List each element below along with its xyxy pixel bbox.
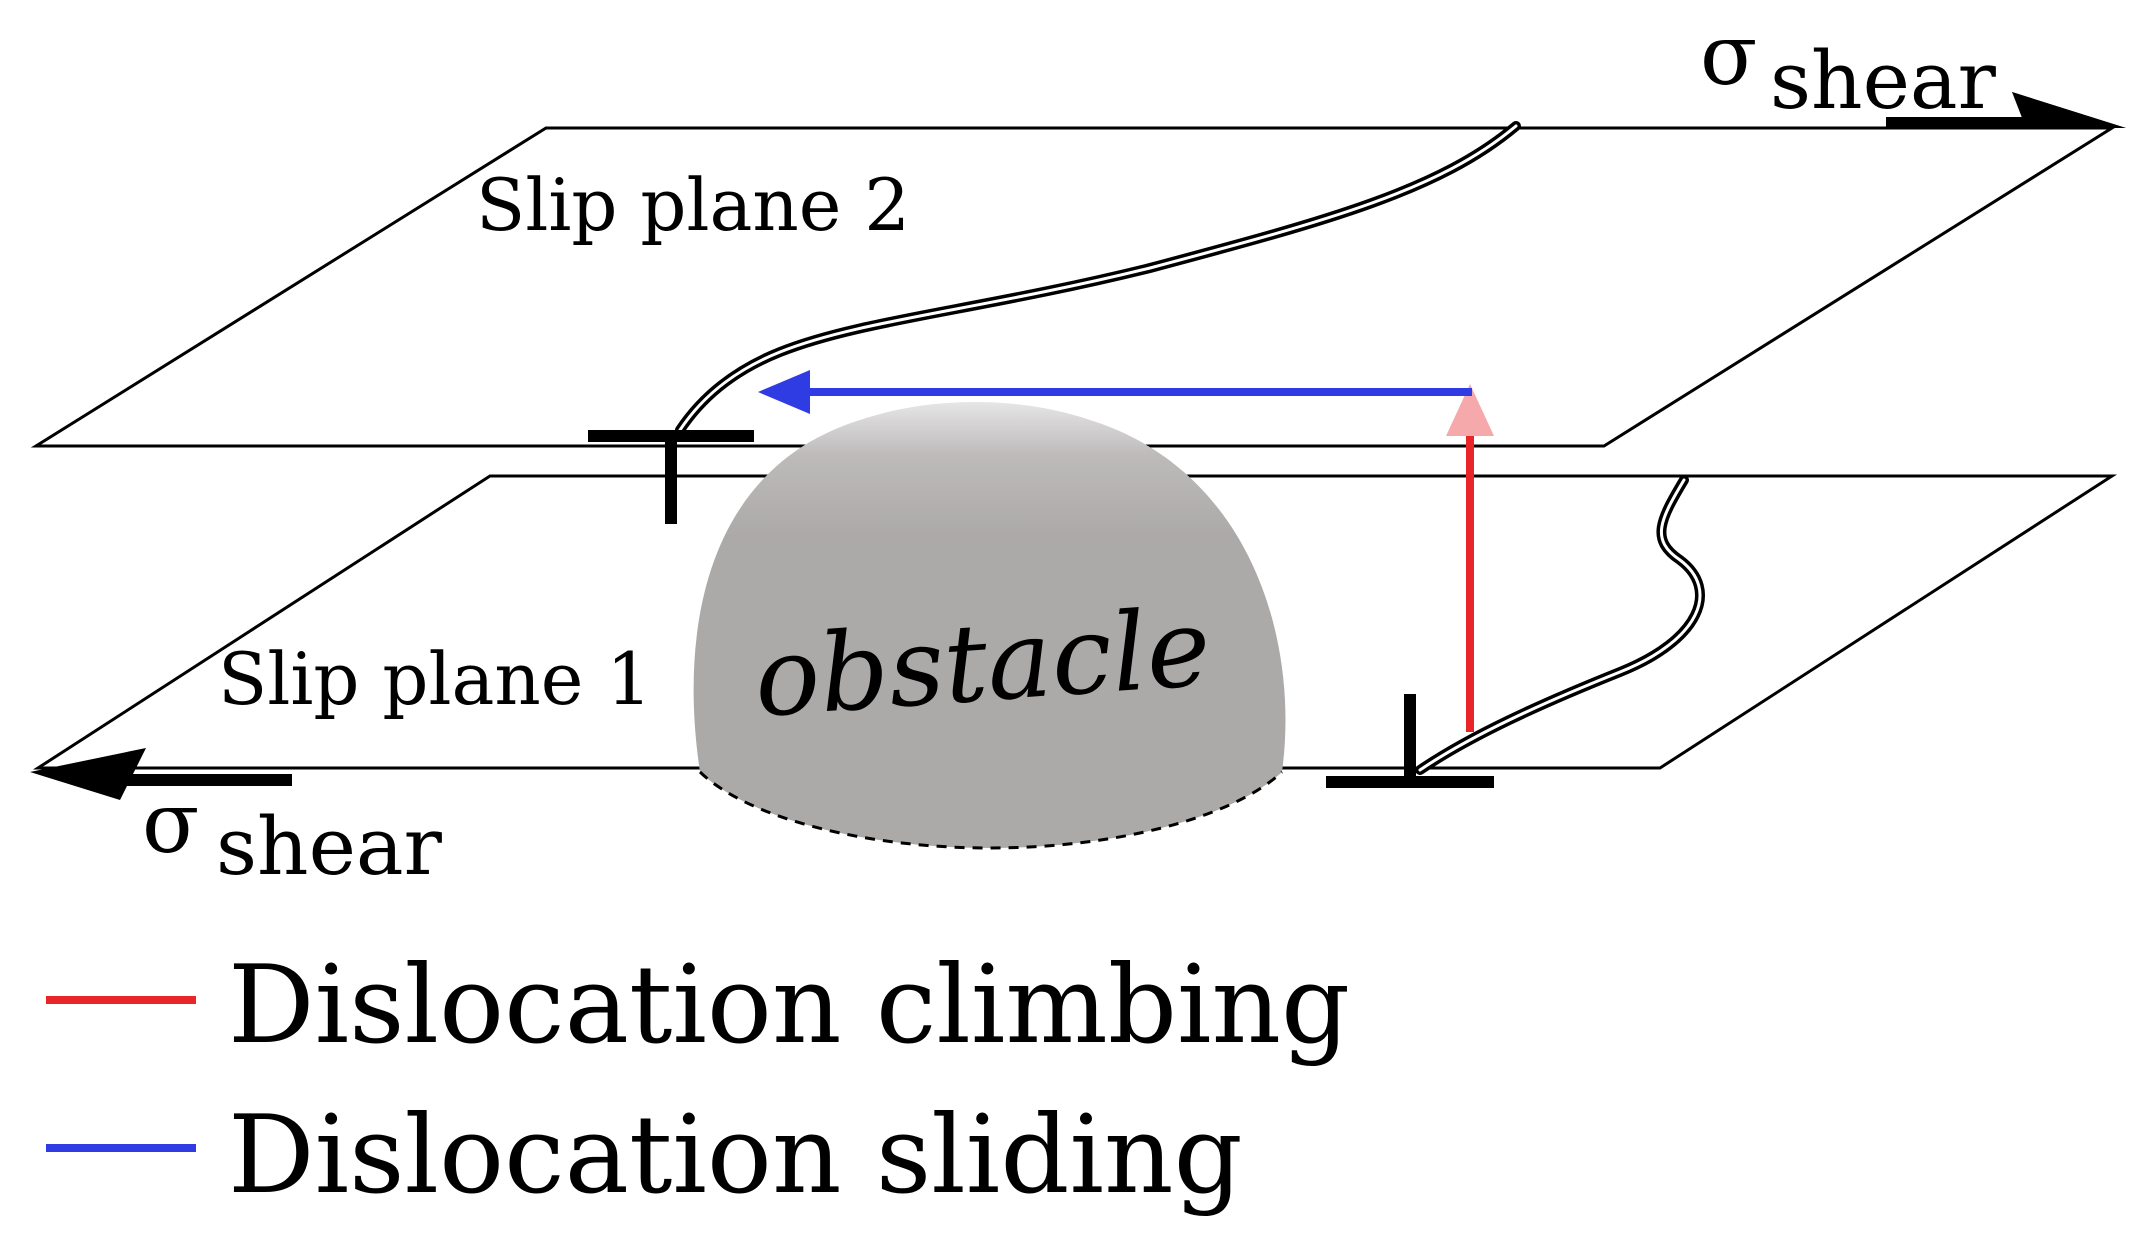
shear-arrow-upper xyxy=(1886,92,2126,129)
climb-arrow xyxy=(1446,384,1494,732)
slide-arrowhead xyxy=(758,370,810,414)
climb-arrowhead xyxy=(1446,384,1494,436)
dislocation-line-plane-1 xyxy=(1415,475,1705,775)
legend-label-climbing: Dislocation climbing xyxy=(228,943,1350,1068)
legend-item-climbing: Dislocation climbing xyxy=(46,943,1350,1068)
dislocation-line-plane-2 xyxy=(675,121,1521,435)
edge-dislocation-symbol-lower xyxy=(1326,694,1494,788)
edge-dislocation-symbol-upper xyxy=(588,430,754,524)
shear-label-lower: σ shear xyxy=(142,774,443,893)
shear-subscript-upper: shear xyxy=(1770,34,1997,127)
shear-arrow-lower xyxy=(30,748,292,800)
legend: Dislocation climbing Dislocation sliding xyxy=(46,943,1350,1218)
legend-item-sliding: Dislocation sliding xyxy=(46,1093,1243,1218)
obstacle: obstacle xyxy=(693,402,1286,850)
obstacle-dome xyxy=(693,402,1286,848)
legend-label-sliding: Dislocation sliding xyxy=(228,1093,1243,1218)
obstacle-base-dashed xyxy=(698,770,1284,850)
slip-plane-1-label: Slip plane 1 xyxy=(218,637,652,721)
sigma-symbol-lower: σ xyxy=(142,774,199,872)
shear-label-upper: σ shear xyxy=(1700,6,1997,127)
slip-plane-2-label: Slip plane 2 xyxy=(476,163,910,247)
sigma-symbol-upper: σ xyxy=(1700,6,1757,104)
slide-arrow xyxy=(758,370,1472,414)
shear-subscript-lower: shear xyxy=(216,800,443,893)
